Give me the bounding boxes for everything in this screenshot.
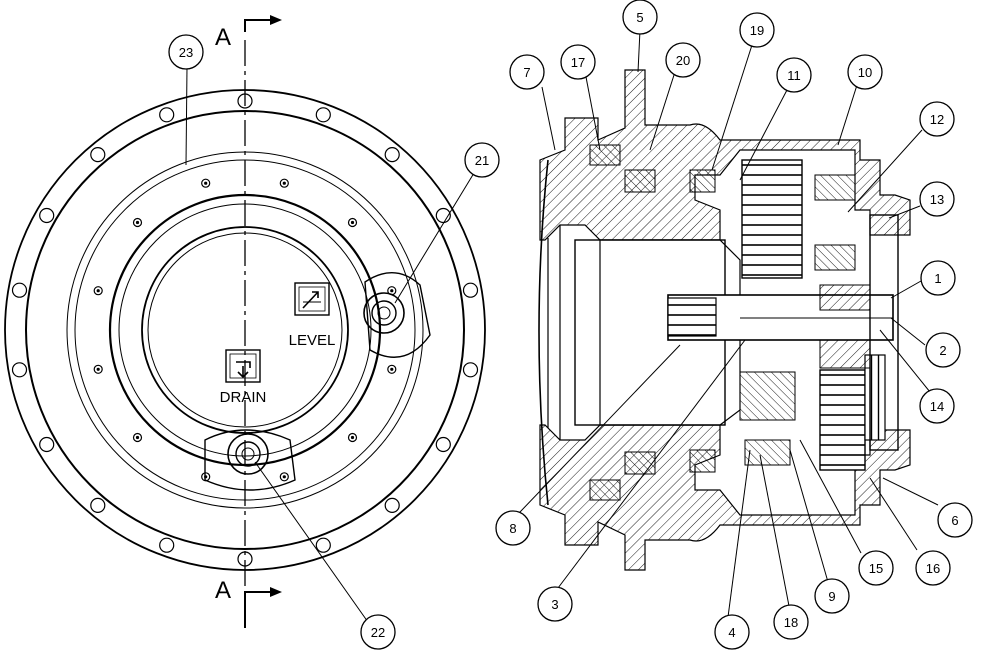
callout-4: 4: [714, 614, 750, 650]
inner-bolt-center: [135, 435, 140, 440]
outer-bolt-hole: [90, 147, 106, 163]
callout-21: 21: [464, 142, 500, 178]
callout-7: 7: [509, 54, 545, 90]
outer-bolt-hole: [159, 537, 175, 553]
svg-text:21: 21: [475, 153, 489, 168]
inner-bolt-center: [96, 289, 100, 293]
section-label-top: A: [215, 24, 231, 51]
outer-bolt-hole: [384, 497, 400, 513]
callouts: 1 2 3 4 5 6 7 8 9 10 11 12 13 14 15 16 1…: [168, 0, 973, 650]
svg-text:14: 14: [930, 399, 944, 414]
section-line: [244, 15, 282, 628]
section-view: [538, 69, 911, 571]
svg-text:6: 6: [951, 513, 958, 528]
svg-text:10: 10: [858, 65, 872, 80]
svg-text:12: 12: [930, 112, 944, 127]
svg-text:17: 17: [571, 55, 585, 70]
inner-bolt-center: [96, 367, 100, 371]
svg-text:4: 4: [728, 625, 735, 640]
callout-19: 19: [739, 12, 775, 48]
inner-bolt-center: [204, 181, 208, 185]
svg-text:18: 18: [784, 615, 798, 630]
callout-13: 13: [919, 181, 955, 217]
drain-label: DRAIN: [220, 389, 267, 406]
callout-15: 15: [858, 550, 894, 586]
svg-text:13: 13: [930, 192, 944, 207]
outer-bolt-hole: [39, 207, 55, 224]
callout-8: 8: [495, 510, 531, 546]
callout-11: 11: [776, 57, 812, 93]
outer-bolt-holes: [11, 93, 479, 567]
svg-text:11: 11: [787, 68, 801, 83]
svg-text:15: 15: [869, 561, 883, 576]
svg-text:23: 23: [179, 45, 193, 60]
outer-bolt-hole: [11, 282, 28, 298]
inner-bolt-center: [282, 181, 286, 185]
svg-text:3: 3: [551, 597, 558, 612]
drain-indicator-icon: [225, 349, 261, 383]
callout-23: 23: [168, 34, 204, 70]
callout-16: 16: [915, 550, 951, 586]
outer-bolt-hole: [11, 362, 28, 378]
end-view: LEVEL DRAIN A A: [4, 15, 486, 628]
callout-20: 20: [665, 42, 701, 78]
leader-lines: [185, 29, 939, 633]
callout-1: 1: [920, 260, 956, 296]
outer-bolt-hole: [384, 147, 400, 163]
outer-bolt-hole: [435, 436, 451, 453]
callout-14: 14: [919, 388, 955, 424]
drain-plug: [204, 429, 296, 491]
inner-bolt-center: [350, 435, 355, 440]
outer-bolt-hole: [90, 497, 106, 513]
outer-bolt-hole: [315, 107, 331, 123]
inner-bolt-holes: [93, 178, 397, 482]
level-plug: [363, 272, 431, 358]
callout-9: 9: [814, 578, 850, 614]
svg-text:19: 19: [750, 23, 764, 38]
callout-6: 6: [937, 502, 973, 538]
outer-bolt-hole: [315, 537, 331, 553]
svg-text:20: 20: [676, 53, 690, 68]
level-label: LEVEL: [289, 332, 336, 349]
svg-text:22: 22: [371, 625, 385, 640]
svg-text:1: 1: [934, 271, 941, 286]
inner-bolt-center: [350, 220, 355, 225]
svg-text:16: 16: [926, 561, 940, 576]
inner-bolt-center: [390, 289, 394, 293]
callout-22: 22: [360, 614, 396, 650]
callout-12: 12: [919, 101, 955, 137]
inner-bolt-center: [135, 220, 140, 225]
svg-text:9: 9: [828, 589, 835, 604]
outer-bolt-hole: [462, 362, 479, 378]
section-label-bottom: A: [215, 577, 231, 604]
level-indicator-icon: [294, 282, 330, 316]
callout-2: 2: [925, 332, 961, 368]
svg-text:7: 7: [523, 65, 530, 80]
outer-bolt-hole: [159, 107, 175, 123]
callout-17: 17: [560, 44, 596, 80]
callout-18: 18: [773, 604, 809, 640]
callout-3: 3: [537, 586, 573, 622]
svg-text:2: 2: [939, 343, 946, 358]
outer-bolt-hole: [462, 282, 479, 298]
outer-bolt-hole: [39, 436, 55, 453]
callout-10: 10: [847, 54, 883, 90]
svg-text:8: 8: [509, 521, 516, 536]
outer-bolt-hole: [435, 207, 451, 224]
inner-bolt-center: [390, 367, 394, 371]
callout-5: 5: [622, 0, 658, 35]
svg-text:5: 5: [636, 10, 643, 25]
inner-bolt-center: [282, 475, 286, 479]
